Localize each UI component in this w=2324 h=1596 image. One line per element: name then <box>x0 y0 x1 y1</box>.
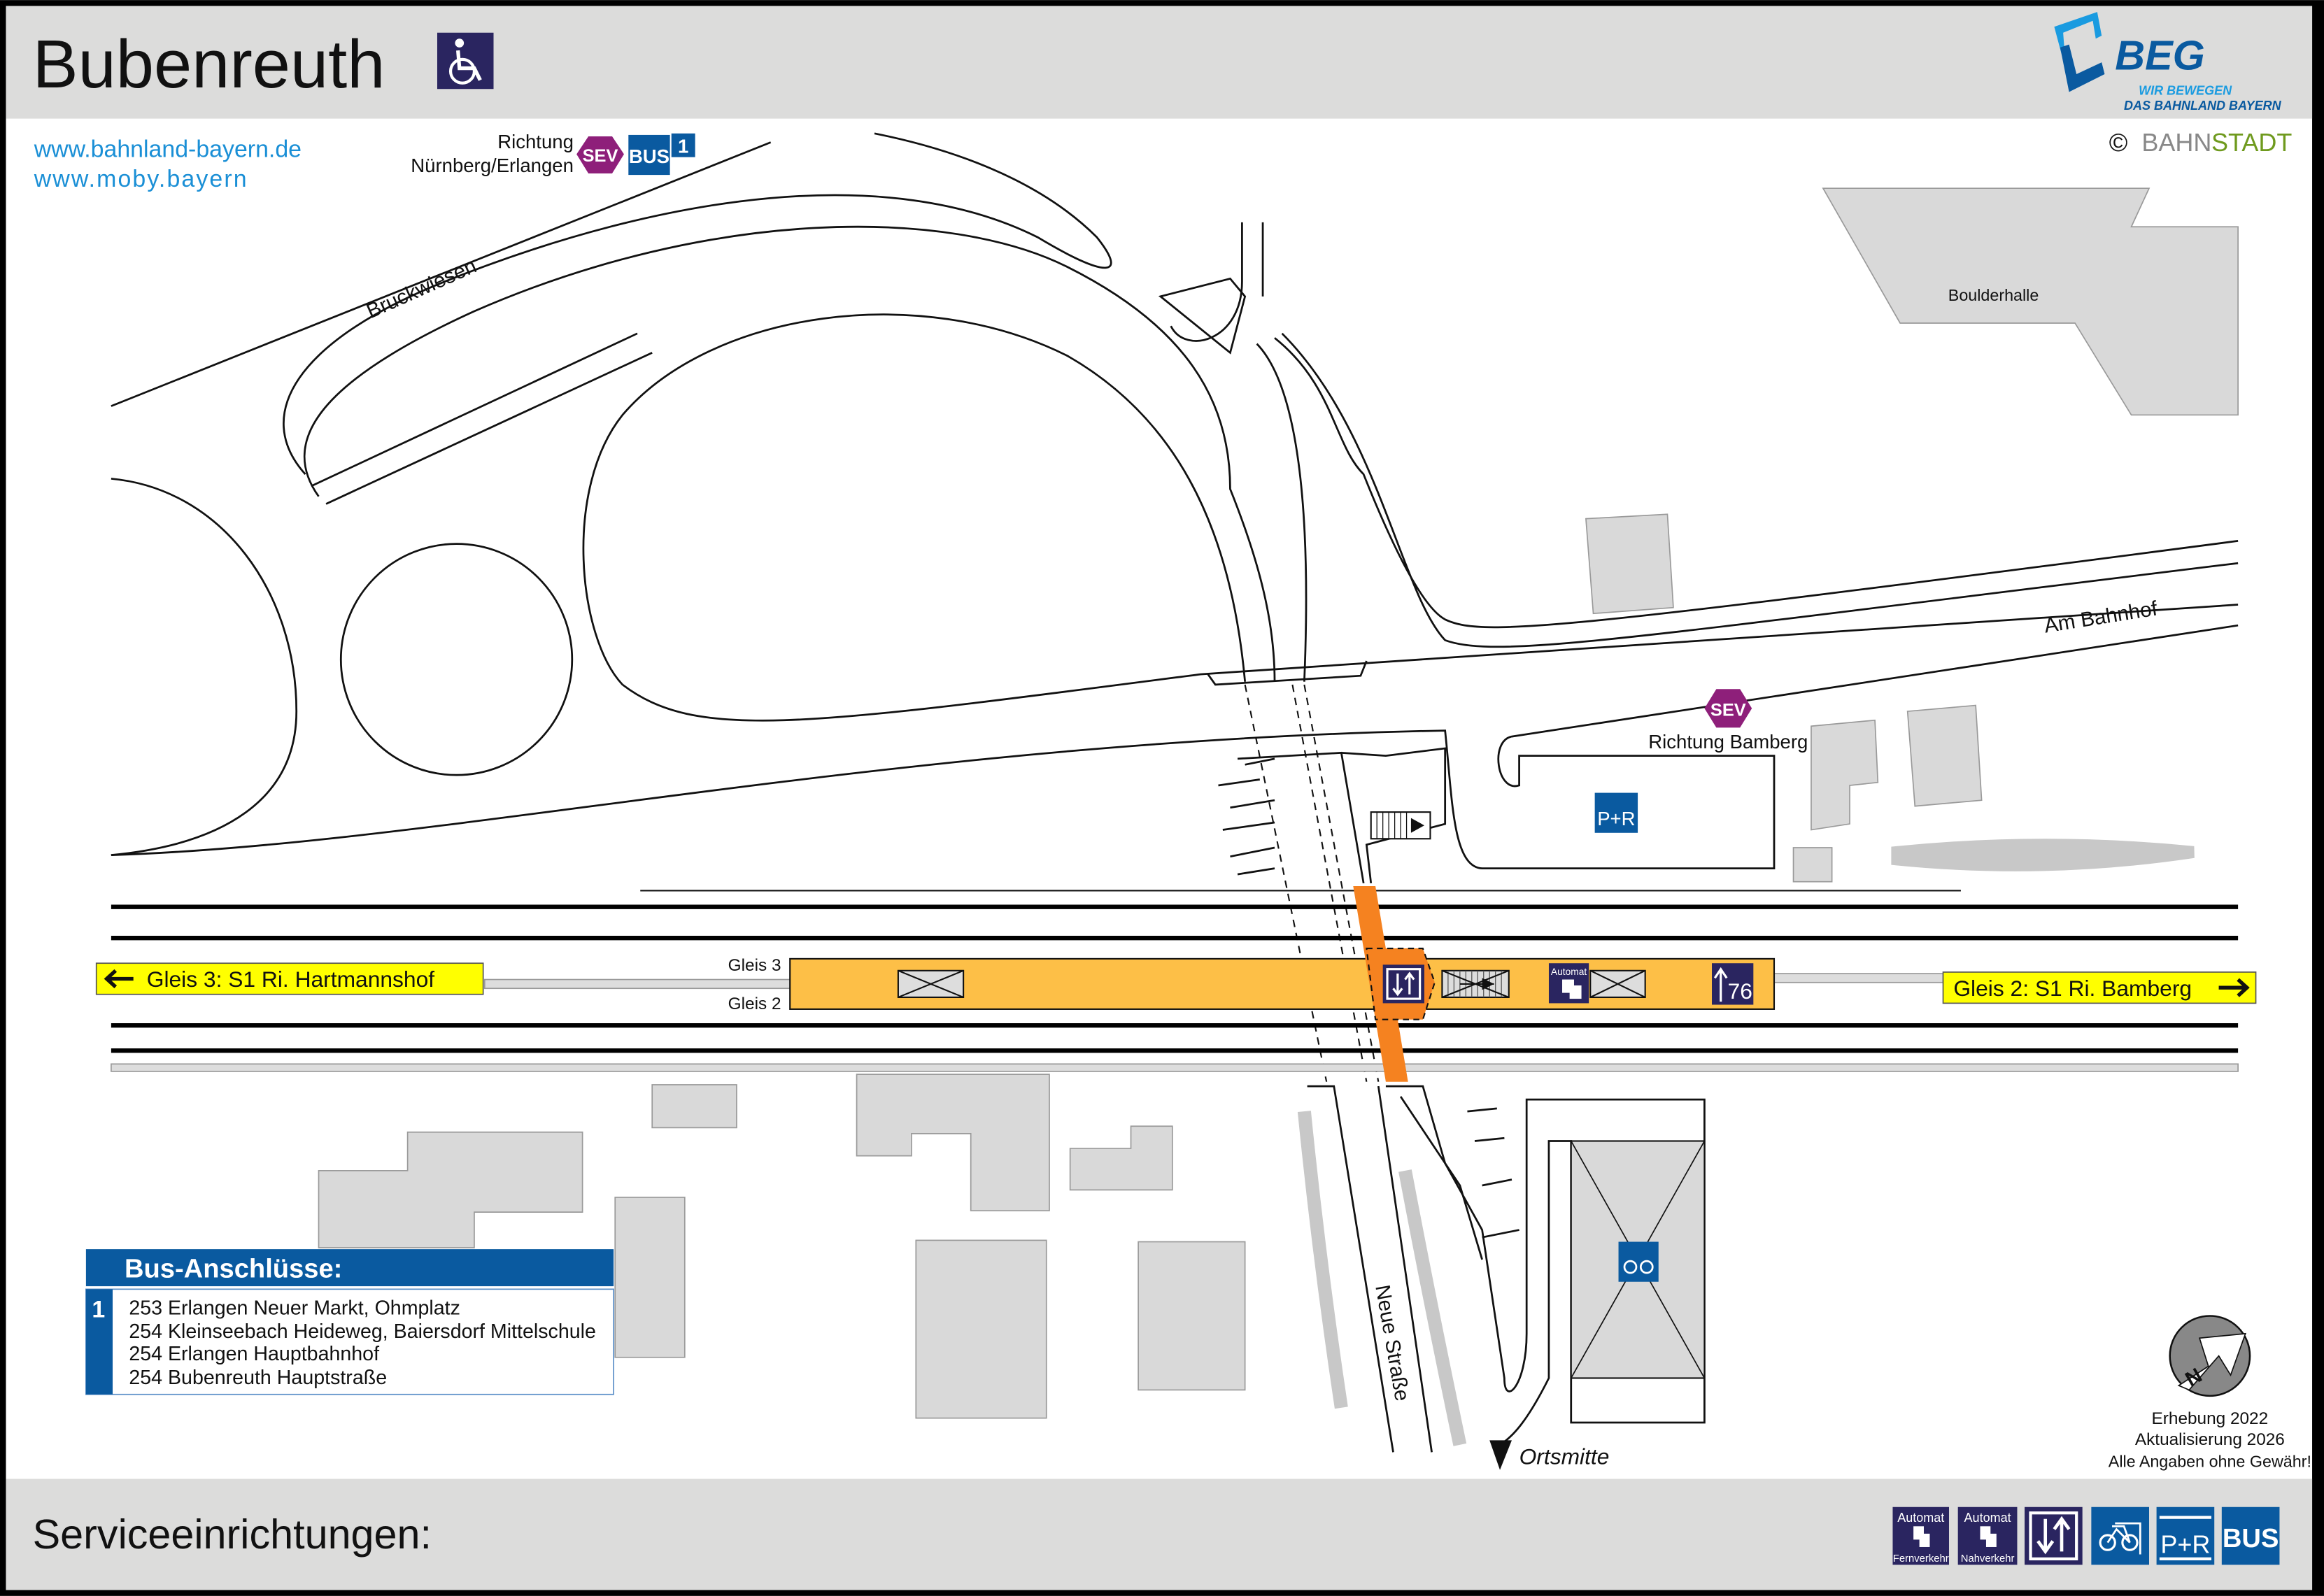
footer-bike-parking-icon <box>2091 1506 2150 1565</box>
svg-text:BUS: BUS <box>629 145 669 167</box>
bus-connections-panel: Bus-Anschlüsse: 1 253 Erlangen Neuer Mar… <box>85 1249 614 1395</box>
svg-text:BEG: BEG <box>2115 32 2205 79</box>
roads <box>111 132 2239 1470</box>
platform-height-icon: 76 <box>1712 963 1754 1005</box>
page-title: Bubenreuth <box>33 26 385 102</box>
park-and-ride-icon: P+R <box>1594 792 1638 833</box>
svg-text:Gleis 2: S1 Ri. Bamberg: Gleis 2: S1 Ri. Bamberg <box>1953 976 2192 1001</box>
bus-line: 254 Erlangen Hauptbahnhof <box>129 1343 379 1365</box>
platform-path-west <box>483 978 791 990</box>
stairs-icon <box>1382 964 1424 1004</box>
bus-line: 253 Erlangen Neuer Markt, Ohmplatz <box>129 1297 460 1319</box>
footer-ticket-machine-long-distance-icon: Automat Fernverkehr <box>1892 1506 1949 1565</box>
bus-direction-line1: Richtung <box>497 131 574 152</box>
label-gleis-3: Gleis 3 <box>728 956 781 975</box>
sign-gleis-2: Gleis 2: S1 Ri. Bamberg <box>1942 971 2257 1004</box>
note-erhebung: Erhebung 2022 <box>2152 1409 2269 1428</box>
footer-title: Serviceeinrichtungen: <box>33 1511 432 1558</box>
copyright-bahnstadt: © BAHN STADT <box>2109 128 2293 157</box>
svg-text:©: © <box>2109 128 2128 157</box>
svg-text:Nahverkehr: Nahverkehr <box>1961 1553 2015 1565</box>
sign-gleis-3: Gleis 3: S1 Ri. Hartmannshof <box>95 962 484 995</box>
platform-path-east <box>1773 973 1944 983</box>
svg-text:76: 76 <box>1728 978 1752 1004</box>
svg-text:1: 1 <box>92 1297 105 1323</box>
shelter-icon-2 <box>1589 969 1646 999</box>
staircase-north-icon <box>1370 811 1431 840</box>
svg-text:Automat: Automat <box>1964 1511 2011 1525</box>
note-aktualisierung: Aktualisierung 2026 <box>2135 1430 2285 1449</box>
svg-text:1: 1 <box>678 135 688 157</box>
shelter-icon <box>897 969 965 999</box>
svg-text:BAHN: BAHN <box>2141 128 2211 157</box>
bus-direction-line2: Nürnberg/Erlangen <box>411 155 574 176</box>
buildings <box>318 187 2239 1446</box>
svg-text:Automat: Automat <box>1551 967 1587 977</box>
svg-text:STADT: STADT <box>2211 128 2292 157</box>
direction-arrow-icon <box>1489 1440 1512 1470</box>
svg-text:SEV: SEV <box>1710 700 1746 720</box>
svg-text:P+R: P+R <box>1597 808 1635 829</box>
label-ortsmitte: Ortsmitte <box>1519 1444 1610 1469</box>
label-richtung-bamberg: Richtung Bamberg <box>1648 731 1808 753</box>
tracks <box>111 904 2239 1072</box>
footer-park-and-ride-icon: P+R <box>2156 1506 2215 1565</box>
sev-stop-icon: SEV <box>576 136 624 174</box>
bus-stop-icon: BUS 1 <box>628 133 695 176</box>
ticket-machine-icon: Automat <box>1548 963 1589 1004</box>
svg-text:P+R: P+R <box>2160 1530 2210 1558</box>
label-gleis-2: Gleis 2 <box>728 995 781 1013</box>
beg-logo: BEG WIR BEWEGEN DAS BAHNLAND BAYERN <box>2054 12 2282 113</box>
compass-icon: N <box>2169 1315 2251 1397</box>
bike-parking-map-icon <box>1618 1241 1659 1282</box>
svg-text:Gleis 3: S1 Ri. Hartmannshof: Gleis 3: S1 Ri. Hartmannshof <box>147 967 435 992</box>
sev-stop-east-icon: SEV <box>1704 689 1752 728</box>
note-disclaimer: Alle Angaben ohne Gewähr! <box>2109 1453 2311 1471</box>
bus-connections-title: Bus-Anschlüsse: <box>125 1253 342 1283</box>
link-moby[interactable]: www.moby.bayern <box>34 166 248 192</box>
footer-stairs-icon <box>2025 1506 2083 1565</box>
svg-text:SEV: SEV <box>583 146 618 166</box>
staircase-icon <box>1441 969 1510 999</box>
bus-line: 254 Bubenreuth Hauptstraße <box>129 1367 387 1389</box>
footer-ticket-machine-local-icon: Automat Nahverkehr <box>1957 1506 2018 1565</box>
bus-line: 254 Kleinseebach Heideweg, Baiersdorf Mi… <box>129 1320 596 1343</box>
svg-text:WIR BEWEGEN: WIR BEWEGEN <box>2139 84 2232 98</box>
svg-text:DAS BAHNLAND BAYERN: DAS BAHNLAND BAYERN <box>2124 99 2282 113</box>
link-bahnland[interactable]: www.bahnland-bayern.de <box>34 136 302 163</box>
wheelchair-icon <box>437 32 494 90</box>
svg-text:Fernverkehr: Fernverkehr <box>1893 1553 1949 1565</box>
svg-text:BUS: BUS <box>2223 1523 2279 1553</box>
svg-text:Automat: Automat <box>1897 1511 1944 1525</box>
footer-bus-icon: BUS <box>2221 1506 2280 1565</box>
header-band <box>6 6 2313 119</box>
label-boulderhalle: Boulderhalle <box>1948 286 2039 304</box>
